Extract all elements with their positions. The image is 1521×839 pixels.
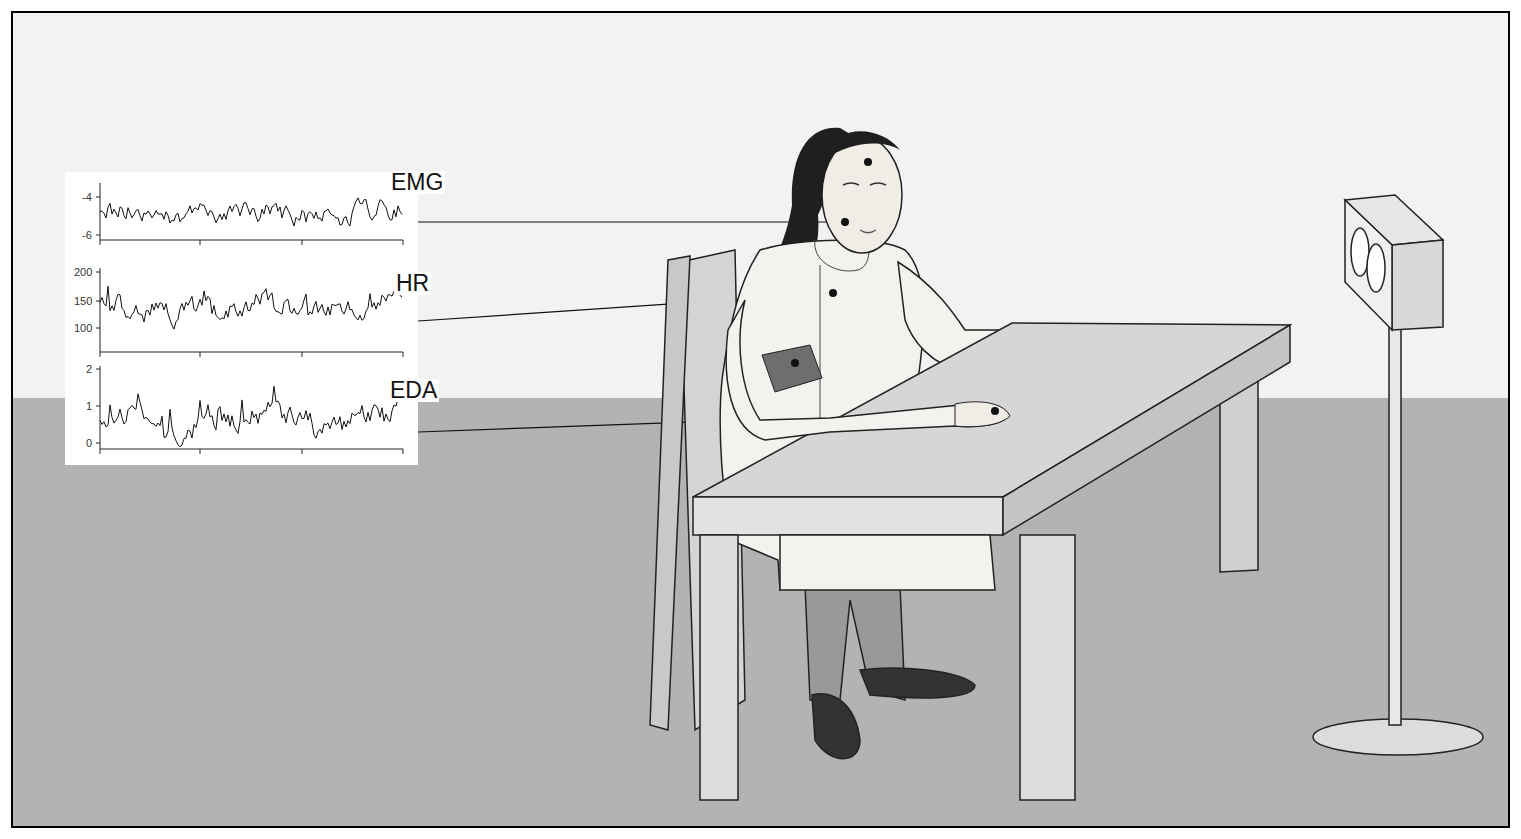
- emg-axis: [96, 183, 403, 245]
- hair-top: [825, 131, 900, 160]
- speaker-pole: [1389, 325, 1401, 725]
- shoe: [812, 694, 860, 759]
- sensor-dot: [829, 289, 837, 297]
- frame-border: [12, 12, 1509, 827]
- chart-panel: [65, 172, 418, 465]
- sensor-dot: [991, 407, 999, 415]
- mouth: [860, 230, 876, 233]
- hr-axis: [96, 268, 403, 357]
- axis-tick-label: 2: [86, 364, 92, 375]
- coat-hem: [780, 535, 995, 590]
- axis-tick-label: -4: [82, 192, 92, 203]
- signal-name: EDA: [388, 379, 439, 402]
- sensor-dot: [841, 218, 849, 226]
- table-front: [693, 497, 1003, 535]
- axis-tick-label: -6: [82, 230, 92, 241]
- sensor-dots: [791, 158, 999, 415]
- sensor-dot: [791, 359, 799, 367]
- shoe: [860, 668, 975, 698]
- axis-tick-label: 0: [86, 438, 92, 449]
- table: [693, 323, 1290, 800]
- table-side: [1003, 325, 1290, 535]
- axis-tick-label: 1: [86, 401, 92, 412]
- signal-name: HR: [394, 272, 431, 295]
- speaker-front: [1345, 200, 1392, 330]
- axis-tick-label: 100: [74, 323, 92, 334]
- bp-cuff: [762, 345, 822, 392]
- table-leg: [1020, 535, 1075, 800]
- signal-name: EMG: [389, 171, 445, 194]
- axis-tick-label: 200: [74, 267, 92, 278]
- speaker-side: [1392, 240, 1443, 330]
- emg-leader: [418, 221, 845, 222]
- speaker: [1313, 195, 1483, 755]
- signal-trace: [100, 198, 402, 226]
- speaker-cone: [1367, 244, 1385, 292]
- signal-traces: [100, 198, 402, 447]
- signal-trace: [100, 386, 402, 447]
- eda-axis: [96, 366, 403, 454]
- chart-axes: [96, 183, 403, 454]
- face: [822, 137, 902, 253]
- signal-trace: [100, 286, 402, 329]
- sensor-dot: [864, 158, 872, 166]
- legs: [805, 585, 975, 759]
- eyes: [843, 183, 886, 185]
- table-leg: [700, 535, 738, 800]
- near-hand: [955, 402, 1010, 427]
- chair-leg: [650, 256, 690, 730]
- axis-tick-label: 150: [74, 296, 92, 307]
